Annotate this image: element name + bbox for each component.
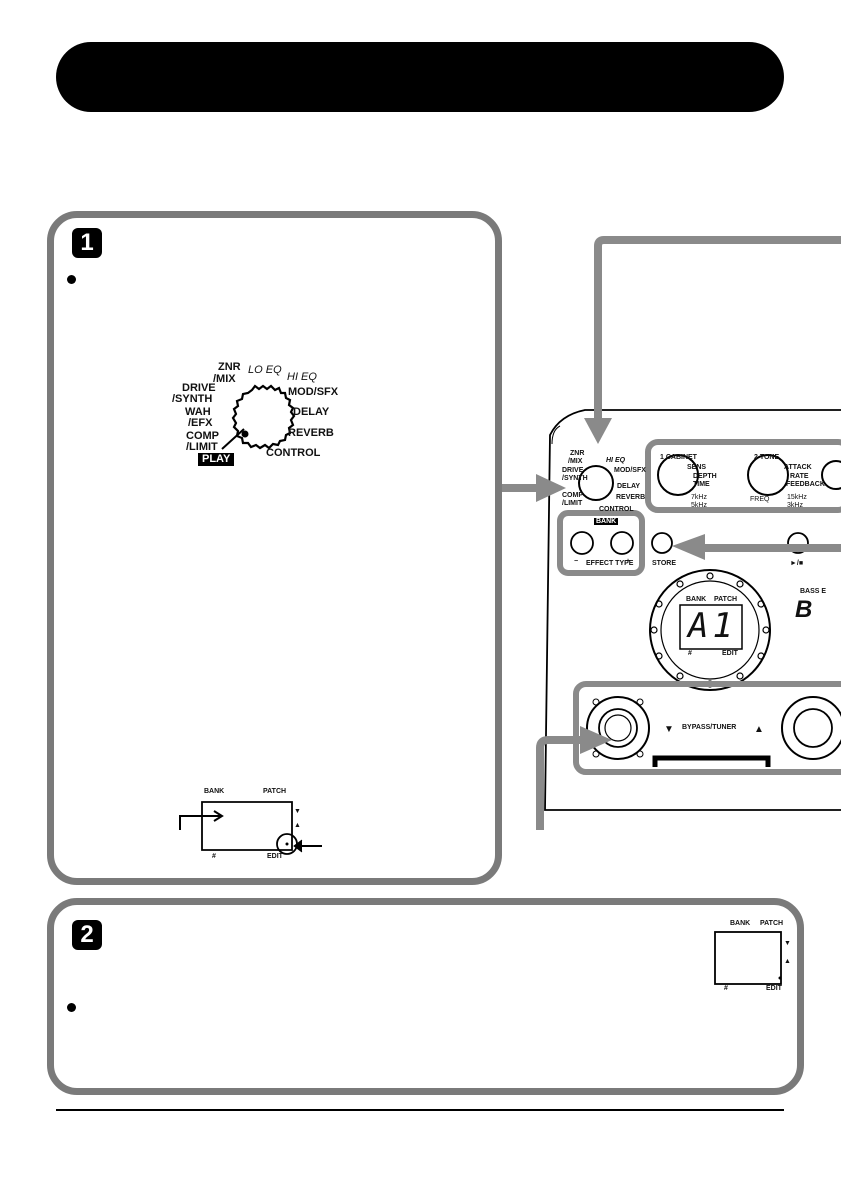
dial-synth: /SYNTH	[172, 393, 213, 405]
dial-wah: WAH	[185, 406, 211, 418]
device-mini-drive: DRIVE	[562, 467, 584, 474]
dial-play-tag: PLAY	[198, 453, 235, 466]
step-1-badge: 1	[72, 228, 102, 258]
footer-rule	[56, 1109, 784, 1111]
step-2-display-bank: BANK	[730, 920, 751, 927]
device-knob2-attack: ATTACK	[784, 464, 812, 471]
dial-mix: /MIX	[213, 373, 236, 385]
device-mini-comp: COMP	[562, 492, 583, 499]
dial-limit: /LIMIT	[186, 441, 218, 453]
device-display-reading: A1	[688, 606, 737, 646]
dial-lo-eq: LO EQ	[248, 364, 282, 376]
step-2-bullet	[67, 1003, 76, 1012]
device-knob1-time: TIME	[693, 481, 710, 488]
dial-drive: DRIVE	[182, 382, 216, 394]
device-mini-limit: /LIMIT	[562, 500, 583, 507]
device-store: STORE	[652, 560, 676, 567]
device-mini-znr: ZNR	[570, 450, 585, 457]
step-1-display-down: ▼	[294, 808, 301, 815]
step-1-bullet	[67, 275, 76, 284]
device-mini-synth: /SYNTH	[562, 475, 588, 482]
device-knob2-tick-a: 15kHz	[787, 494, 807, 501]
dial-delay: DELAY	[293, 406, 330, 418]
step-2-display-hash: #	[724, 985, 728, 992]
dial-znr: ZNR	[218, 361, 241, 373]
device-display-hash: #	[688, 650, 692, 657]
device-footswitch-up: ▲	[754, 724, 764, 735]
device-knob2-tick-b: 3kHz	[787, 502, 803, 509]
device-mini-mod-sfx: MOD/SFX	[614, 467, 646, 474]
device-bank-label: BANK	[594, 518, 619, 525]
device-display-edit: EDIT	[722, 650, 738, 657]
device-mini-hi-eq: HI EQ	[606, 457, 626, 464]
step-2-display-down: ▼	[784, 940, 791, 947]
device-effect-type: EFFECT TYPE	[586, 560, 634, 567]
step-1-display-up: ▲	[294, 822, 301, 829]
mode-dial-knob	[221, 384, 296, 450]
device-knob2-label: 2 TONE	[754, 454, 780, 461]
dial-control: CONTROL	[266, 447, 321, 459]
device-mini-delay: DELAY	[617, 483, 641, 490]
step-2-display-patch: PATCH	[760, 920, 784, 927]
device-mini-reverb: REVERB	[616, 494, 646, 501]
step-2-display-edit: EDIT	[766, 985, 782, 992]
device-brand-logo: B	[795, 596, 813, 623]
step-1-display-edit: EDIT	[267, 853, 283, 860]
device-illustration: 1 CABINET SENS DEPTH TIME 7kHz 5kHz 2 TO…	[500, 230, 841, 900]
dial-reverb: REVERB	[288, 427, 334, 439]
step-1-display-hash: #	[212, 853, 216, 860]
device-knob1-label: 1 CABINET	[660, 454, 697, 461]
device-minus: −	[574, 558, 579, 565]
step-2-display-up: ▲	[784, 958, 791, 965]
step-1-panel	[47, 211, 502, 885]
device-knob2-feedback: FEEDBACK	[786, 481, 825, 488]
device-brand: BASS E	[800, 588, 827, 595]
device-play-stop: ►/■	[790, 560, 804, 567]
dial-efx: /EFX	[188, 417, 213, 429]
dial-hi-eq: HI EQ	[287, 371, 317, 383]
device-mini-control: CONTROL	[599, 506, 634, 513]
device-footswitch-down: ▼	[664, 724, 674, 735]
device-bypass-tuner: BYPASS/TUNER	[682, 724, 737, 731]
device-knob2-rate: RATE	[790, 473, 809, 480]
device-knob1-tick-b: 5kHz	[691, 502, 707, 509]
device-plus: +	[626, 558, 631, 565]
step-1-display-patch: PATCH	[263, 788, 287, 795]
device-display-patch: PATCH	[714, 596, 738, 603]
step-2-display-diagram: BANK PATCH # EDIT ▼ ▲	[712, 918, 797, 994]
device-display-bank: BANK	[686, 596, 707, 603]
device-knob1-depth: DEPTH	[693, 473, 717, 480]
step-1-display-bank: BANK	[204, 788, 225, 795]
step-2-badge: 2	[72, 920, 102, 950]
device-knob1-sens: SENS	[687, 464, 707, 471]
device-knob2-freq: FREQ	[750, 496, 770, 503]
device-mini-mix: /MIX	[568, 458, 583, 465]
title-bar	[56, 42, 784, 112]
dial-mod-sfx: MOD/SFX	[288, 386, 339, 398]
step-2-panel	[47, 898, 804, 1095]
mode-dial-diagram: ZNR /MIX LO EQ HI EQ DRIVE /SYNTH MOD/SF…	[160, 355, 360, 466]
dial-comp: COMP	[186, 430, 219, 442]
device-knob1-tick-a: 7kHz	[691, 494, 707, 501]
step-1-display-diagram: BANK PATCH # EDIT ▼ ▲	[170, 780, 340, 865]
